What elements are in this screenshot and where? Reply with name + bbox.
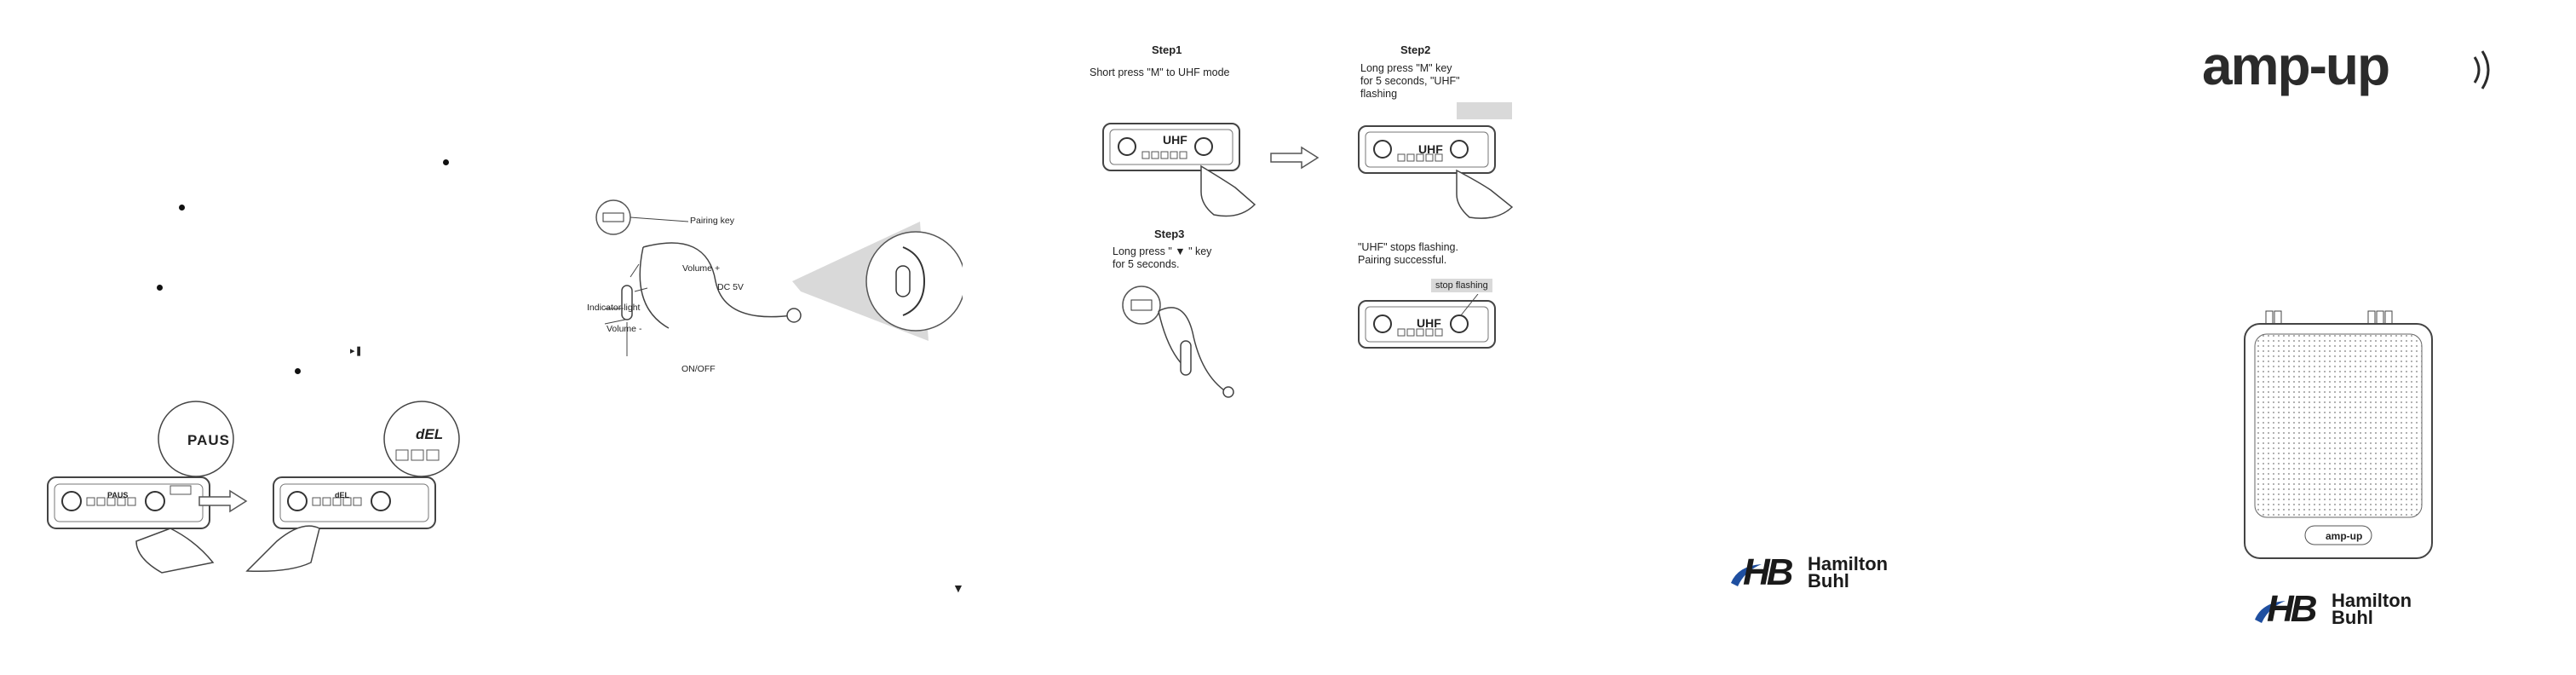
bullet-dot [295,368,301,374]
hb-line1: Hamilton [1808,553,1889,574]
play-pause-icon: ▸❚ [350,346,363,356]
arrow-right-icon [198,489,248,513]
hb-mark: HB [2267,588,2318,630]
dc-5v-label: DC 5V [717,282,744,292]
result-text-line2: Pairing successful. [1358,254,1447,266]
sound-waves-icon [2473,50,2490,89]
step1-device-diagram [1102,123,1256,217]
speaker-badge-text: amp-up [2326,530,2363,542]
stop-flashing-badge: stop flashing [1431,279,1492,292]
hb-line1: Hamilton [2332,590,2412,611]
wifi-icon: ▼ [952,581,964,595]
delete-screen-text: dEL [416,426,444,442]
step3-text-line2: for 5 seconds. [1113,258,1180,270]
pause-mode-diagram [47,401,234,574]
step2-device-diagram [1358,102,1514,219]
step2-uhf-screen-text: UHF [1418,142,1443,156]
hamilton-buhl-logo: HB Hamilton Buhl [1729,554,1925,597]
hb-line2: Buhl [2332,607,2373,628]
amp-up-logo: amp-up [2202,35,2390,96]
speaker-device-illustration [2244,310,2433,559]
step2-title: Step2 [1400,43,1431,56]
delete-screen-text-small: dEL [335,491,349,499]
step1-title: Step1 [1152,43,1182,56]
arrow-right-icon [1270,146,1320,170]
bullet-dot [157,285,163,291]
delete-mode-diagram [245,401,460,573]
bullet-dot [443,159,449,165]
volume-plus-label: Volume + [682,263,721,274]
step3-uhf-screen-text: UHF [1417,316,1441,330]
step2-text-line3: flashing [1360,88,1398,100]
hb-mark: HB [1743,551,1794,593]
volume-minus-label: Volume - [607,324,642,334]
on-off-label: ON/OFF [681,364,716,374]
step1-uhf-screen-text: UHF [1163,133,1187,147]
result-text-line1: "UHF" stops flashing. [1358,241,1458,253]
step2-text-line2: for 5 seconds, "UHF" [1360,75,1460,87]
pause-screen-text-small: PAUS [107,491,129,499]
step3-mic-diagram [1122,286,1234,398]
headset-mic-diagram [595,199,963,356]
hb-swoosh-icon [1731,564,1762,586]
pairing-key-label: Pairing key [690,216,734,226]
hb-line2: Buhl [1808,570,1849,591]
pause-screen-text: PAUS [187,432,230,448]
hamilton-buhl-logo-cover: HB Hamilton Buhl [2253,591,2449,633]
step3-title: Step3 [1154,228,1185,240]
hb-swoosh-icon [2255,601,2286,623]
bullet-dot [179,205,185,211]
step3-device-diagram [1358,294,1496,349]
step3-text-line1: Long press " ▼ " key [1113,245,1212,257]
step1-text: Short press "M" to UHF mode [1090,66,1230,78]
step2-text-line1: Long press "M" key [1360,62,1452,74]
indicator-light-label: Indicator light [587,303,641,313]
